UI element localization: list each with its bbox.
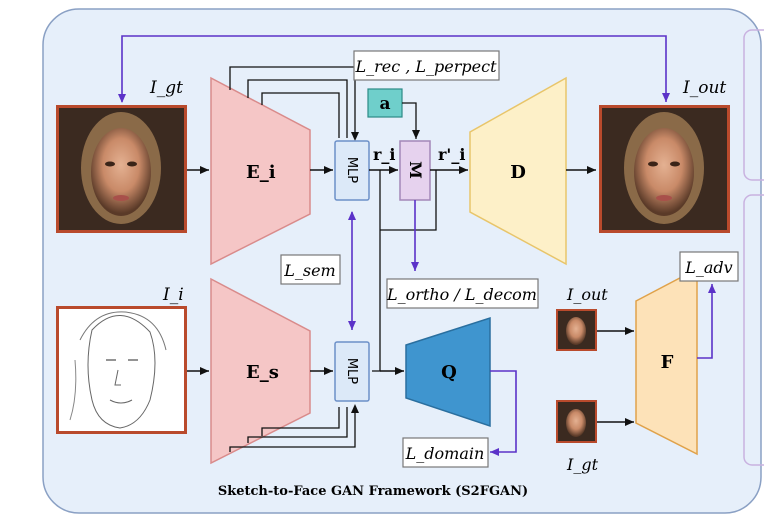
arrow-attr-to-mixer bbox=[402, 102, 420, 139]
sketch-encoder-label: E_s bbox=[246, 362, 279, 383]
side-panel-bottom bbox=[743, 194, 764, 466]
f-gt-photo bbox=[556, 400, 597, 443]
mlp-bottom-label: MLP bbox=[344, 358, 359, 384]
gt-photo bbox=[56, 105, 187, 233]
bottom-skip-arrowheads bbox=[351, 404, 359, 413]
adversarial-discriminator-f-label: F bbox=[661, 352, 674, 373]
framework-caption: Sketch-to-Face GAN Framework (S2FGAN) bbox=[218, 484, 528, 499]
gt-label: I_gt bbox=[149, 78, 183, 98]
r-prime-signal-label: r'_i bbox=[438, 145, 465, 164]
f-out-label: I_out bbox=[566, 285, 608, 304]
f-gt-label: I_gt bbox=[566, 455, 599, 474]
mlp-bottom bbox=[334, 341, 370, 402]
domain-loss-arrow bbox=[490, 370, 517, 456]
adversarial-discriminator-f bbox=[635, 267, 698, 456]
domain-loss-box bbox=[402, 437, 489, 468]
sketch-label: I_i bbox=[162, 285, 184, 305]
f-out-photo bbox=[556, 309, 597, 351]
mlp-top-label: MLP bbox=[344, 157, 359, 183]
ortho-decom-loss-box bbox=[386, 278, 539, 309]
attribute-vector-label: a bbox=[379, 94, 390, 114]
adv-loss-arrow bbox=[697, 284, 716, 359]
image-encoder-label: E_i bbox=[246, 162, 276, 183]
mixer-m bbox=[399, 140, 431, 201]
out-photo bbox=[599, 105, 730, 233]
sem-loss-box bbox=[280, 254, 341, 285]
sketch-encoder bbox=[210, 277, 311, 465]
adv-loss-box bbox=[679, 251, 739, 282]
mixer-m-label: M bbox=[406, 161, 425, 179]
gt-out-loop-arrow bbox=[118, 35, 670, 103]
domain-loss-label: L_domain bbox=[405, 444, 485, 463]
rec-perpect-loss-label: L_rec , L_perpect bbox=[354, 57, 497, 76]
top-skip-connections bbox=[229, 66, 356, 138]
decoder bbox=[469, 76, 567, 266]
domain-classifier-q-label: Q bbox=[441, 362, 457, 383]
r-signal-label: r_i bbox=[373, 145, 396, 164]
sem-loss-label: L_sem bbox=[283, 261, 335, 280]
domain-classifier-q bbox=[405, 316, 491, 428]
top-skip-arrowheads bbox=[351, 132, 359, 141]
out-label: I_out bbox=[682, 78, 726, 98]
connector-r-to-mixer-out bbox=[380, 170, 437, 231]
decoder-label: D bbox=[510, 162, 526, 183]
adv-loss-label: L_adv bbox=[684, 258, 732, 277]
sketch-photo bbox=[56, 306, 187, 434]
image-encoder bbox=[210, 76, 311, 266]
ortho-decom-loss-label: L_ortho / L_decom bbox=[386, 285, 537, 304]
bottom-skip-connections bbox=[229, 407, 356, 452]
side-panel-top bbox=[743, 29, 764, 181]
rec-perpect-loss-box bbox=[353, 50, 500, 81]
attribute-vector-box bbox=[367, 88, 403, 118]
